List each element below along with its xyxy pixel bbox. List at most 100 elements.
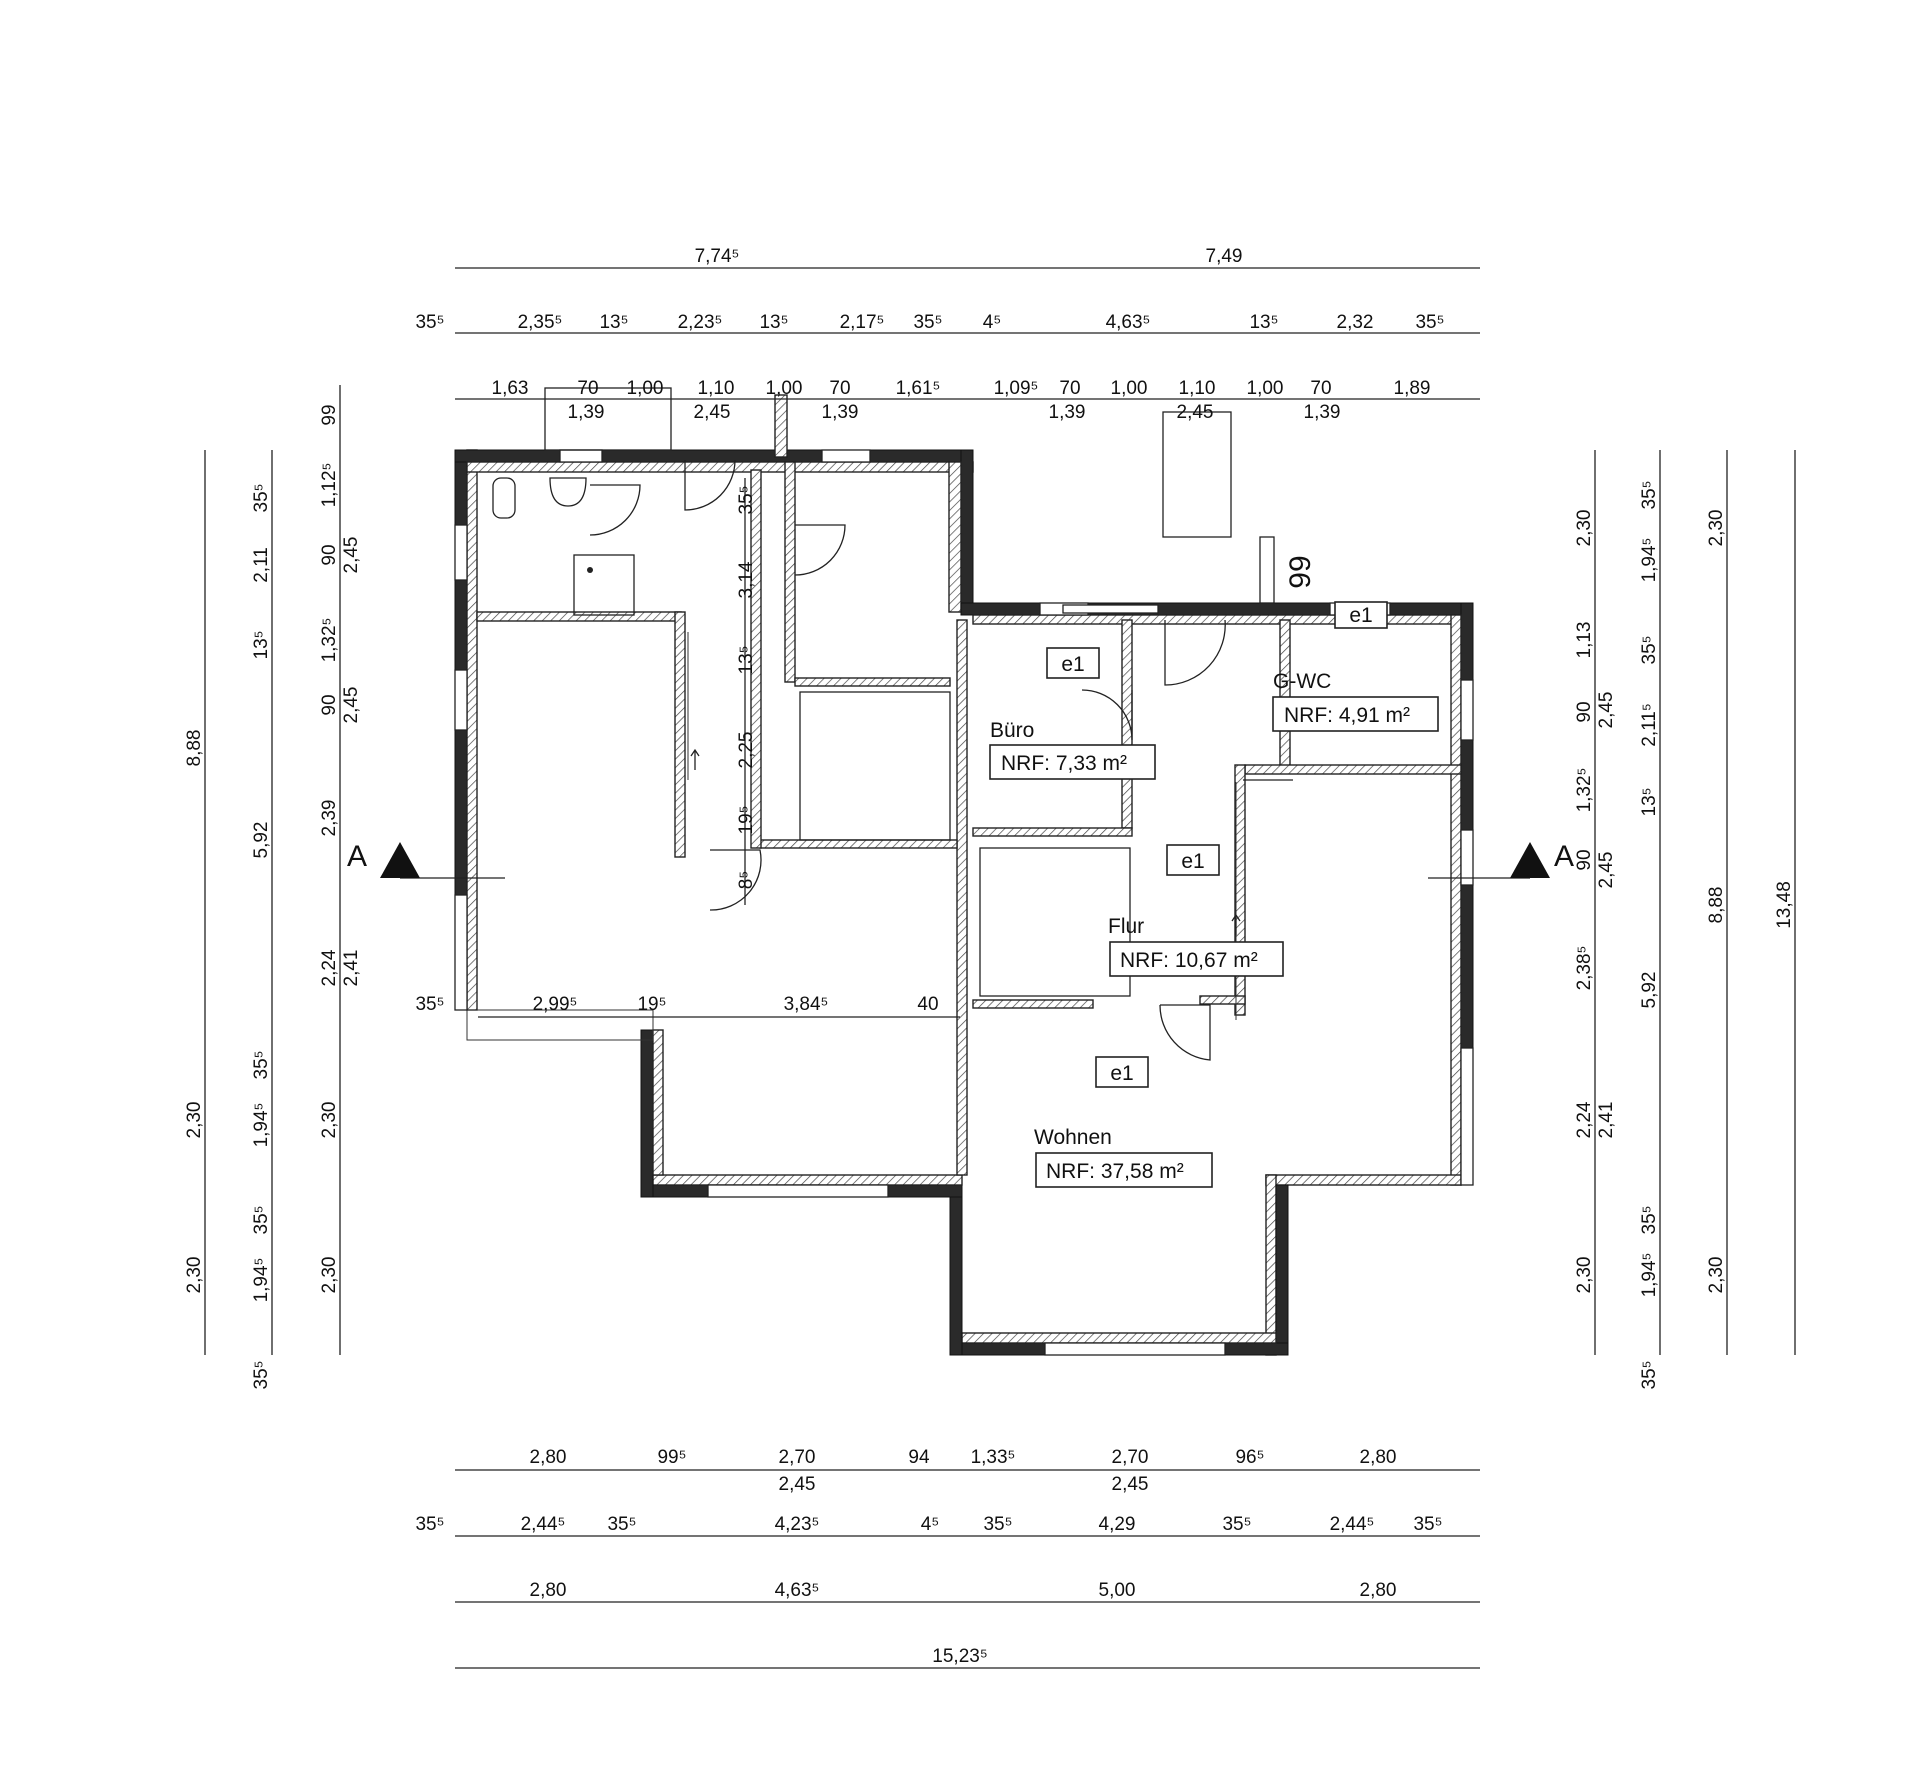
wall-mid-top — [960, 449, 974, 611]
wall-left-wing-d — [640, 1029, 654, 1198]
room-area-box — [1109, 941, 1284, 977]
dim: 13,48 — [1774, 881, 1795, 929]
stair-right — [979, 847, 1131, 997]
window — [454, 894, 468, 1011]
wall-top-left-b — [466, 461, 974, 473]
wall-flur-stair — [972, 999, 1094, 1009]
e1-tag — [1334, 601, 1388, 629]
dim: 35⁵ — [736, 485, 757, 514]
section-arrow-icon — [1510, 842, 1550, 878]
wall-wohnen-left — [949, 1184, 963, 1356]
dim: 35⁵ — [251, 1205, 272, 1234]
dim: 2,80 — [530, 1580, 567, 1601]
stair-entry — [544, 387, 672, 451]
dim: 2,45 — [341, 687, 362, 724]
wall-wc-bottom — [1244, 764, 1462, 775]
wall-bottom-right-h — [961, 1332, 1277, 1344]
dim: 4,23⁵ — [775, 1514, 820, 1535]
dim: 2,11⁵ — [1639, 703, 1660, 746]
dim: 4⁵ — [983, 312, 1001, 333]
stair-outside — [1162, 411, 1232, 538]
dim: 2,30 — [184, 1257, 205, 1294]
dim: 35⁵ — [251, 1050, 272, 1079]
dim: 2,70 — [779, 1447, 816, 1468]
dimension-lines — [204, 267, 1796, 1669]
e1-tag — [1095, 1056, 1149, 1088]
dim: 2,80 — [1360, 1580, 1397, 1601]
dim: 4⁵ — [921, 1514, 939, 1535]
dim: 35⁵ — [1639, 1360, 1660, 1389]
dim: 13⁵ — [599, 312, 628, 333]
door-arc — [1164, 619, 1226, 686]
room-area-box — [989, 744, 1156, 780]
dim: 2,45 — [779, 1474, 816, 1495]
dim: 70 — [577, 378, 598, 399]
dim: 35⁵ — [983, 1514, 1012, 1535]
dim: 1,10 — [1179, 378, 1216, 399]
wall-top-left-a — [454, 449, 974, 463]
dim: 1,39 — [1049, 402, 1086, 423]
dim: 2,38⁵ — [1574, 946, 1595, 991]
dim: 99 — [319, 404, 340, 425]
wall-wc-left — [1279, 619, 1291, 771]
dim: 5,92 — [1639, 972, 1660, 1009]
wall-left-wing-h — [652, 1029, 664, 1176]
wall-buero-bottom — [972, 827, 1133, 837]
dim: 15,23⁵ — [932, 1646, 987, 1667]
dim: 2,32 — [1337, 312, 1374, 333]
stair-left — [799, 691, 951, 841]
dim: 35⁵ — [415, 994, 444, 1015]
doors — [589, 459, 1293, 1061]
wall-stair-top — [794, 677, 951, 687]
dim: 2,30 — [319, 1102, 340, 1139]
left-dimensions: 8,88 2,30 2,30 35⁵ 35⁵ 2,11 13⁵ 5,92 35⁵… — [184, 404, 362, 1389]
wall-flur-right — [1234, 764, 1246, 1016]
dim: 2,39 — [319, 800, 340, 837]
dim: 35⁵ — [1639, 480, 1660, 509]
window — [454, 524, 468, 581]
wall-top-right — [960, 602, 1474, 616]
e1-tag — [1166, 844, 1220, 876]
dim: 2,17⁵ — [840, 312, 885, 333]
dim: 2,44⁵ — [1330, 1514, 1375, 1535]
dim: 35⁵ — [1222, 1514, 1251, 1535]
dim: 1,94⁵ — [251, 1258, 272, 1303]
dim: 2,80 — [530, 1447, 567, 1468]
room-name-flur: Flur — [1108, 915, 1144, 938]
dim: 13⁵ — [251, 630, 272, 659]
wall-left-wing-ledge — [466, 1009, 654, 1041]
wall-right-step — [1265, 1174, 1462, 1186]
dim: 19⁵ — [736, 805, 757, 834]
dim: 2,45 — [694, 402, 731, 423]
wall-hall — [750, 469, 762, 849]
dim: 1,94⁵ — [1639, 538, 1660, 583]
window — [1460, 679, 1474, 741]
dim: 2,45 — [341, 537, 362, 574]
dim: 35⁵ — [913, 312, 942, 333]
e1-tag — [1046, 647, 1100, 679]
wall-flur-stub — [1199, 995, 1246, 1005]
dim: 35⁵ — [1413, 1514, 1442, 1535]
dim: 2,11 — [251, 547, 272, 583]
dim: 90 — [1574, 849, 1595, 870]
right-dimensions: 2,30 1,13 90 1,32⁵ 90 2,38⁵ 2,24 2,30 2,… — [1574, 480, 1795, 1389]
dim: 35⁵ — [251, 483, 272, 512]
dim: 2,41 — [341, 950, 362, 987]
wall-center-spine — [956, 619, 968, 1176]
dim: 7,74⁵ — [695, 246, 740, 267]
window — [1460, 829, 1474, 886]
dim: 1,00 — [1111, 378, 1148, 399]
e1-tag-label: e1 — [1181, 850, 1204, 873]
stair-post — [1259, 536, 1275, 604]
dim: 35⁵ — [415, 312, 444, 333]
window — [1460, 1047, 1474, 1186]
interior-dimensions: 35⁵ 3,14 13⁵ 2,25 19⁵ 8⁵ 35⁵ 2,99⁵ 19⁵ 3… — [415, 485, 1317, 1015]
door-arc — [589, 484, 641, 536]
dim: 2,80 — [1360, 1447, 1397, 1468]
dim: 1,89 — [1394, 378, 1431, 399]
wall-mid-top-h — [948, 461, 962, 613]
wall-right-inner — [1450, 614, 1462, 1186]
dim: 3,84⁵ — [784, 994, 829, 1015]
room-name-buero: Büro — [990, 719, 1034, 742]
